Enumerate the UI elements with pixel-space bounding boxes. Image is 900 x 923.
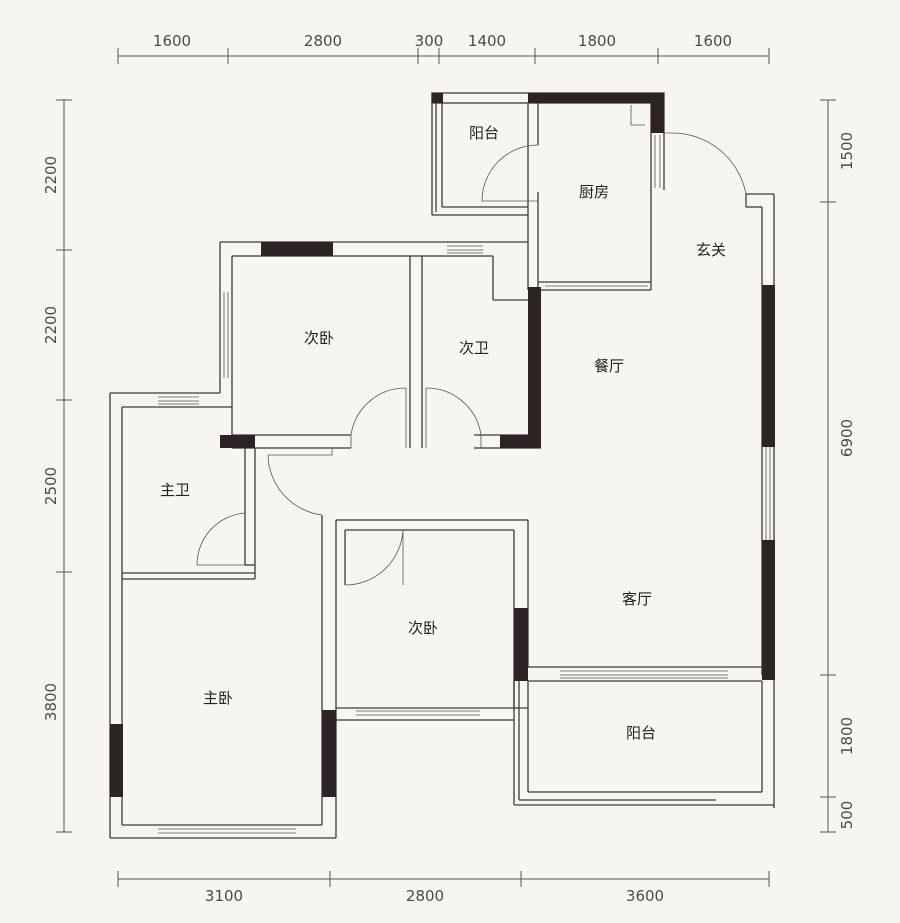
room-kitchen: 厨房 <box>579 183 609 201</box>
dim-left-4: 3800 <box>42 683 60 721</box>
room-living: 客厅 <box>622 590 652 608</box>
room-master-bathroom: 主卫 <box>160 481 190 499</box>
dim-right-1: 1500 <box>838 132 856 170</box>
dim-top-3: 300 <box>415 32 444 50</box>
dimension-left: 2200 2200 2500 3800 <box>42 99 72 833</box>
room-dining: 餐厅 <box>594 357 624 375</box>
dimension-top: 1600 2800 300 1400 1800 1600 <box>117 32 770 64</box>
dim-top-2: 2800 <box>304 32 342 50</box>
dim-right-2: 6900 <box>838 419 856 457</box>
room-balcony-bottom: 阳台 <box>626 724 656 742</box>
room-labels: 阳台 厨房 玄关 次卧 次卫 餐厅 主卫 客厅 次卧 主卧 阳台 <box>160 124 726 742</box>
structural-walls <box>110 93 775 797</box>
doors <box>196 105 747 586</box>
dimension-bottom: 3100 2800 3600 <box>117 871 770 905</box>
dim-top-6: 1600 <box>694 32 732 50</box>
room-master-bedroom: 主卧 <box>203 689 233 707</box>
windows <box>158 135 771 834</box>
dim-top-4: 1400 <box>468 32 506 50</box>
dimension-right: 1500 6900 1800 500 <box>820 99 856 833</box>
room-balcony-top: 阳台 <box>469 124 499 142</box>
room-second-bedroom-upper: 次卧 <box>304 329 334 347</box>
walls <box>109 92 775 839</box>
room-second-bedroom-lower: 次卧 <box>408 619 438 637</box>
dim-right-4: 500 <box>838 801 856 830</box>
room-second-bathroom: 次卫 <box>459 339 489 357</box>
dim-bottom-3: 3600 <box>626 887 664 905</box>
dim-right-3: 1800 <box>838 717 856 755</box>
dim-left-1: 2200 <box>42 156 60 194</box>
room-entrance: 玄关 <box>696 241 726 259</box>
dim-left-2: 2200 <box>42 306 60 344</box>
dim-bottom-1: 3100 <box>205 887 243 905</box>
dim-top-1: 1600 <box>153 32 191 50</box>
dim-top-5: 1800 <box>578 32 616 50</box>
dim-left-3: 2500 <box>42 467 60 505</box>
dim-bottom-2: 2800 <box>406 887 444 905</box>
